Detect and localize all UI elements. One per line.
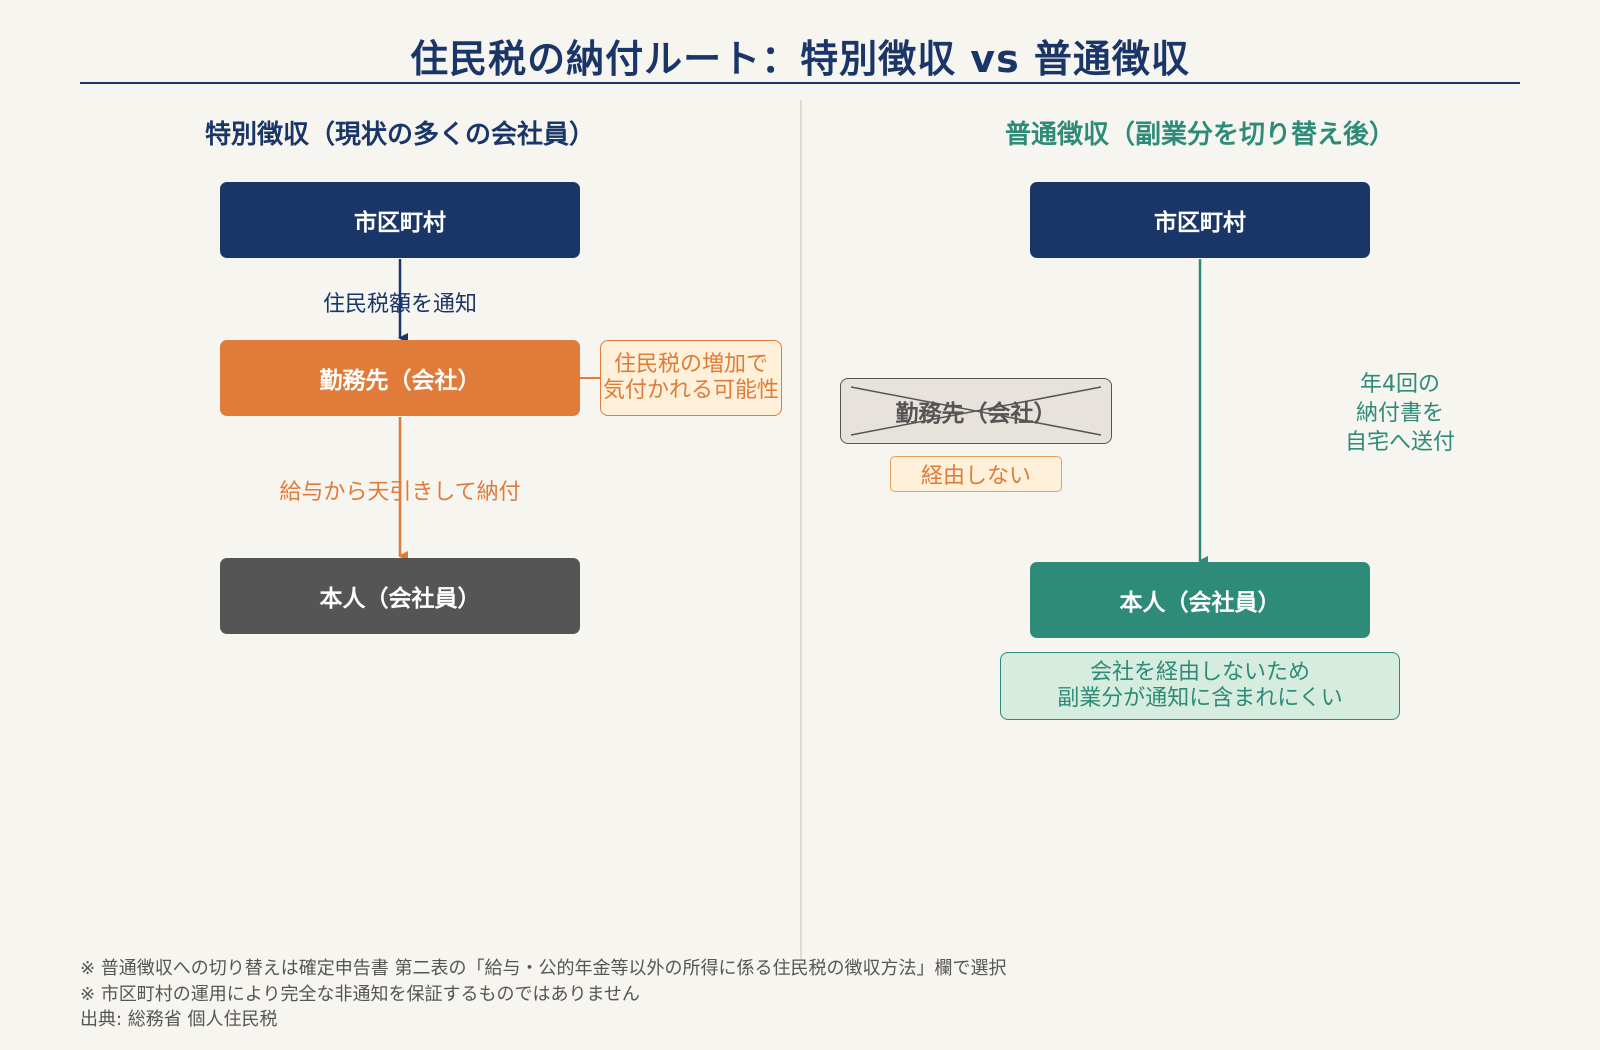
- left-employer-box: 勤務先（会社）: [220, 340, 580, 416]
- privacy-note: 会社を経由しないため 副業分が通知に含まれにくい: [1000, 652, 1400, 720]
- title-underline: [80, 82, 1520, 84]
- cross-out-icon: [850, 386, 1102, 436]
- crossed-employer-box: 勤務先（会社）: [840, 378, 1112, 444]
- detection-risk-line-1: 住民税の増加で: [613, 352, 768, 377]
- column-divider: [800, 100, 802, 960]
- footnote-filing-method: ※ 普通徴収への切り替えは確定申告書 第二表の「給与・公的年金等以外の所得に係る…: [80, 958, 1007, 979]
- source-citation: 出典: 総務省 個人住民税: [80, 1009, 278, 1030]
- mail-payment-line-2: 納付書を: [1355, 401, 1444, 426]
- notify-label: 住民税額を通知: [322, 292, 477, 317]
- mail-payment-note: 年4回の 納付書を 自宅へ送付: [1320, 370, 1480, 457]
- footnote-disclaimer: ※ 市区町村の運用により完全な非通知を保証するものではありません: [80, 984, 640, 1005]
- page-title: 住民税の納付ルート：特別徴収 vs 普通徴収: [410, 37, 1190, 81]
- privacy-note-line-2: 副業分が通知に含まれにくい: [1057, 686, 1343, 711]
- right-municipality-box: 市区町村: [1030, 182, 1370, 258]
- right-person-box: 本人（会社員）: [1030, 562, 1370, 638]
- mail-payment-line-1: 年4回の: [1360, 372, 1440, 397]
- left-municipality-box: 市区町村: [220, 182, 580, 258]
- bypass-badge: 経由しない: [890, 456, 1062, 492]
- detection-risk-line-2: 気付かれる可能性: [602, 378, 779, 403]
- privacy-note-line-1: 会社を経由しないため: [1089, 660, 1310, 685]
- detection-risk-note: 住民税の増加で 気付かれる可能性: [600, 340, 782, 416]
- left-column-heading: 特別徴収（現状の多くの会社員）: [204, 120, 595, 150]
- crossed-employer-label: 勤務先（会社）: [895, 401, 1057, 427]
- right-column-heading: 普通徴収（副業分を切り替え後）: [1004, 120, 1395, 150]
- left-person-box: 本人（会社員）: [220, 558, 580, 634]
- deduct-label: 給与から天引きして納付: [279, 480, 521, 505]
- mail-payment-line-3: 自宅へ送付: [1344, 430, 1455, 455]
